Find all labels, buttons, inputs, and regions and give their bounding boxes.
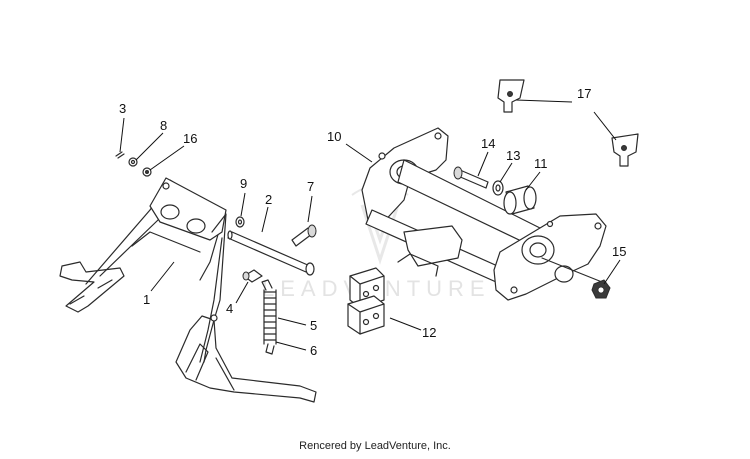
rubber-blocks-part-12 [347,267,385,335]
render-credit: Rencered by LeadVenture, Inc. [299,440,451,452]
callout-4: 4 [226,301,233,316]
callout-16: 16 [183,131,197,146]
callout-7: 7 [307,179,314,194]
washer-part-13 [492,180,504,196]
callout-12: 12 [422,325,436,340]
callout-2: 2 [265,192,272,207]
callout-15: 15 [612,244,626,259]
spring-pin-part-4 [242,269,263,283]
callout-9: 9 [240,176,247,191]
bolt-part-14 [453,166,489,189]
leader-lines [119,99,621,351]
callout-5: 5 [310,318,317,333]
split-pin-part-3 [115,151,125,159]
washer-part-9 [235,216,245,228]
bracket-part-10 [361,127,607,301]
bushing-part-11 [503,185,537,215]
clip-part-16 [142,167,152,177]
callout-14: 14 [481,136,495,151]
callout-6: 6 [310,343,317,358]
callout-8: 8 [160,118,167,133]
pivot-shaft [227,230,315,276]
callout-17: 17 [577,86,591,101]
nut-part-15 [591,279,611,299]
center-stand [59,177,317,403]
brackets-part-17 [497,79,639,167]
callout-13: 13 [506,148,520,163]
springs-part-5-6 [261,279,277,355]
washer-part-8 [128,157,138,167]
callout-1: 1 [143,292,150,307]
callout-labels: 1 2 3 4 5 6 7 8 9 10 11 12 13 14 15 16 1… [119,86,626,358]
callout-3: 3 [119,101,126,116]
callout-11: 11 [534,156,548,171]
callout-10: 10 [327,129,341,144]
bolt-part-7 [291,224,317,247]
